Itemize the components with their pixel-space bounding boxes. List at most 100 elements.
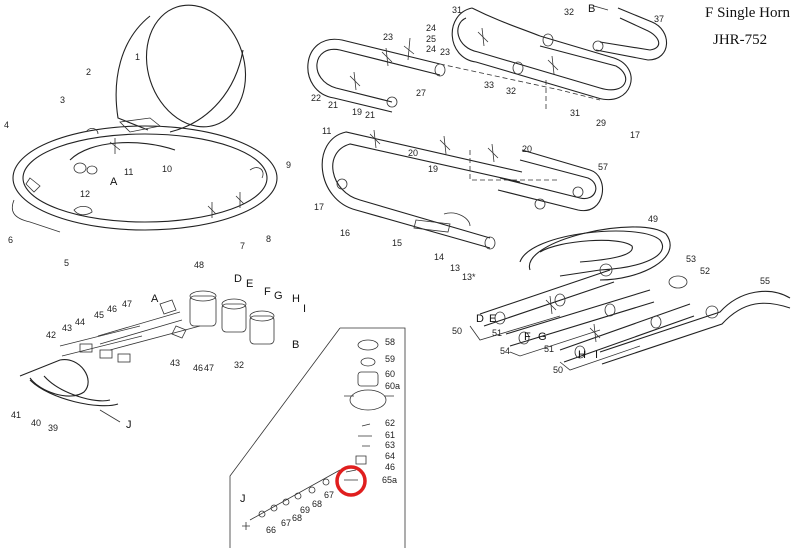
- part-number-label: 25: [426, 34, 436, 44]
- part-number-label: 17: [630, 130, 640, 140]
- part-number-label: 67: [281, 518, 291, 528]
- title-line-2: JHR-752: [713, 32, 768, 48]
- part-number-label: 40: [31, 418, 41, 428]
- part-number-label: 50: [553, 365, 563, 375]
- part-number-label: 6: [8, 235, 13, 245]
- connection-letter-label: E: [246, 278, 253, 290]
- connection-letter-label: B: [588, 3, 595, 15]
- main-tuning-slide: [321, 129, 604, 250]
- connection-letter-label: B: [292, 339, 299, 351]
- connection-letter-label: J: [126, 419, 132, 431]
- part-number-label: 67: [324, 490, 334, 500]
- part-number-label: 33: [484, 80, 494, 90]
- part-number-label: 50: [452, 326, 462, 336]
- crook-37: [592, 5, 668, 61]
- connection-letter-label: I: [595, 349, 598, 361]
- part-number-label: 51: [492, 328, 502, 338]
- part-number-label: 46: [193, 363, 203, 373]
- part-number-label: 52: [700, 266, 710, 276]
- part-number-label: 49: [648, 214, 658, 224]
- part-number-label: 23: [440, 47, 450, 57]
- part-number-label: 66: [266, 525, 276, 535]
- part-number-label: 13*: [462, 272, 476, 282]
- connection-letter-label: E: [489, 313, 496, 325]
- part-number-label: 15: [392, 238, 402, 248]
- part-number-label: 16: [340, 228, 350, 238]
- detail-inset: [229, 327, 406, 548]
- part-number-label: 45: [94, 310, 104, 320]
- part-number-label: 68: [292, 513, 302, 523]
- part-number-label: 21: [365, 110, 375, 120]
- part-number-label: 48: [194, 260, 204, 270]
- part-number-label: 32: [564, 7, 574, 17]
- part-number-label: 11: [124, 167, 133, 177]
- valve-cluster: [19, 290, 275, 423]
- tuning-slide-upper: [307, 37, 601, 113]
- part-number-label: 60: [385, 369, 395, 379]
- part-number-label: 47: [204, 363, 214, 373]
- title-line-1: F Single Horn: [705, 5, 791, 21]
- highlight-circle: [335, 465, 367, 497]
- connection-letter-label: A: [110, 176, 118, 188]
- part-number-label: 22: [311, 93, 321, 103]
- part-number-label: 1: [135, 52, 140, 62]
- connection-letter-label: J: [240, 493, 246, 505]
- connection-letter-label: I: [303, 303, 306, 315]
- part-number-label: 43: [170, 358, 180, 368]
- connection-letter-label: H: [578, 349, 586, 361]
- connection-letter-label: G: [274, 290, 283, 302]
- part-number-label: 32: [506, 86, 516, 96]
- part-number-label: 37: [654, 14, 664, 24]
- part-number-label: 31: [452, 5, 462, 15]
- part-number-label: 17: [314, 202, 324, 212]
- part-number-label: 55: [760, 276, 770, 286]
- valve-slides: [469, 226, 791, 371]
- connection-letter-label: F: [524, 331, 531, 343]
- part-number-label: 14: [434, 252, 444, 262]
- part-number-label: 19: [428, 164, 438, 174]
- part-number-label: 2: [86, 67, 91, 77]
- part-number-label: 57: [598, 162, 608, 172]
- part-number-label: 69: [300, 505, 310, 515]
- part-number-label: 54: [500, 346, 510, 356]
- part-number-label: 65a: [382, 475, 397, 485]
- part-number-label: 8: [266, 234, 271, 244]
- part-number-label: 46: [107, 304, 117, 314]
- part-number-label: 9: [286, 160, 291, 170]
- part-number-label: 32: [234, 360, 244, 370]
- connection-letter-label: D: [476, 313, 484, 325]
- part-number-label: 12: [80, 189, 90, 199]
- tuning-slide-top-right: [451, 7, 632, 110]
- part-number-label: 68: [312, 499, 322, 509]
- part-number-label: 20: [522, 144, 532, 154]
- part-number-label: 5: [64, 258, 69, 268]
- connection-letter-label: D: [234, 273, 242, 285]
- part-number-label: 13: [450, 263, 460, 273]
- part-number-label: 53: [686, 254, 696, 264]
- part-number-label: 29: [596, 118, 606, 128]
- part-number-label: 23: [383, 32, 393, 42]
- part-number-label: 24: [426, 23, 436, 33]
- connection-letter-label: G: [538, 331, 547, 343]
- part-number-label: 51: [544, 344, 554, 354]
- part-number-label: 3: [60, 95, 65, 105]
- part-number-label: 19: [352, 107, 362, 117]
- part-number-label: 46: [385, 462, 395, 472]
- part-number-label: 41: [11, 410, 21, 420]
- connection-letter-label: H: [292, 293, 300, 305]
- part-number-label: 42: [46, 330, 56, 340]
- part-number-label: 10: [162, 164, 172, 174]
- part-number-label: 11: [322, 126, 331, 136]
- connection-letter-label: A: [151, 293, 159, 305]
- part-number-label: 43: [62, 323, 72, 333]
- part-number-label: 47: [122, 299, 132, 309]
- part-number-label: 24: [426, 44, 436, 54]
- part-number-label: 61: [385, 430, 395, 440]
- part-number-label: 63: [385, 440, 395, 450]
- part-number-label: 20: [408, 148, 418, 158]
- part-number-label: 27: [416, 88, 426, 98]
- part-number-label: 59: [385, 354, 395, 364]
- connection-letter-label: F: [264, 286, 271, 298]
